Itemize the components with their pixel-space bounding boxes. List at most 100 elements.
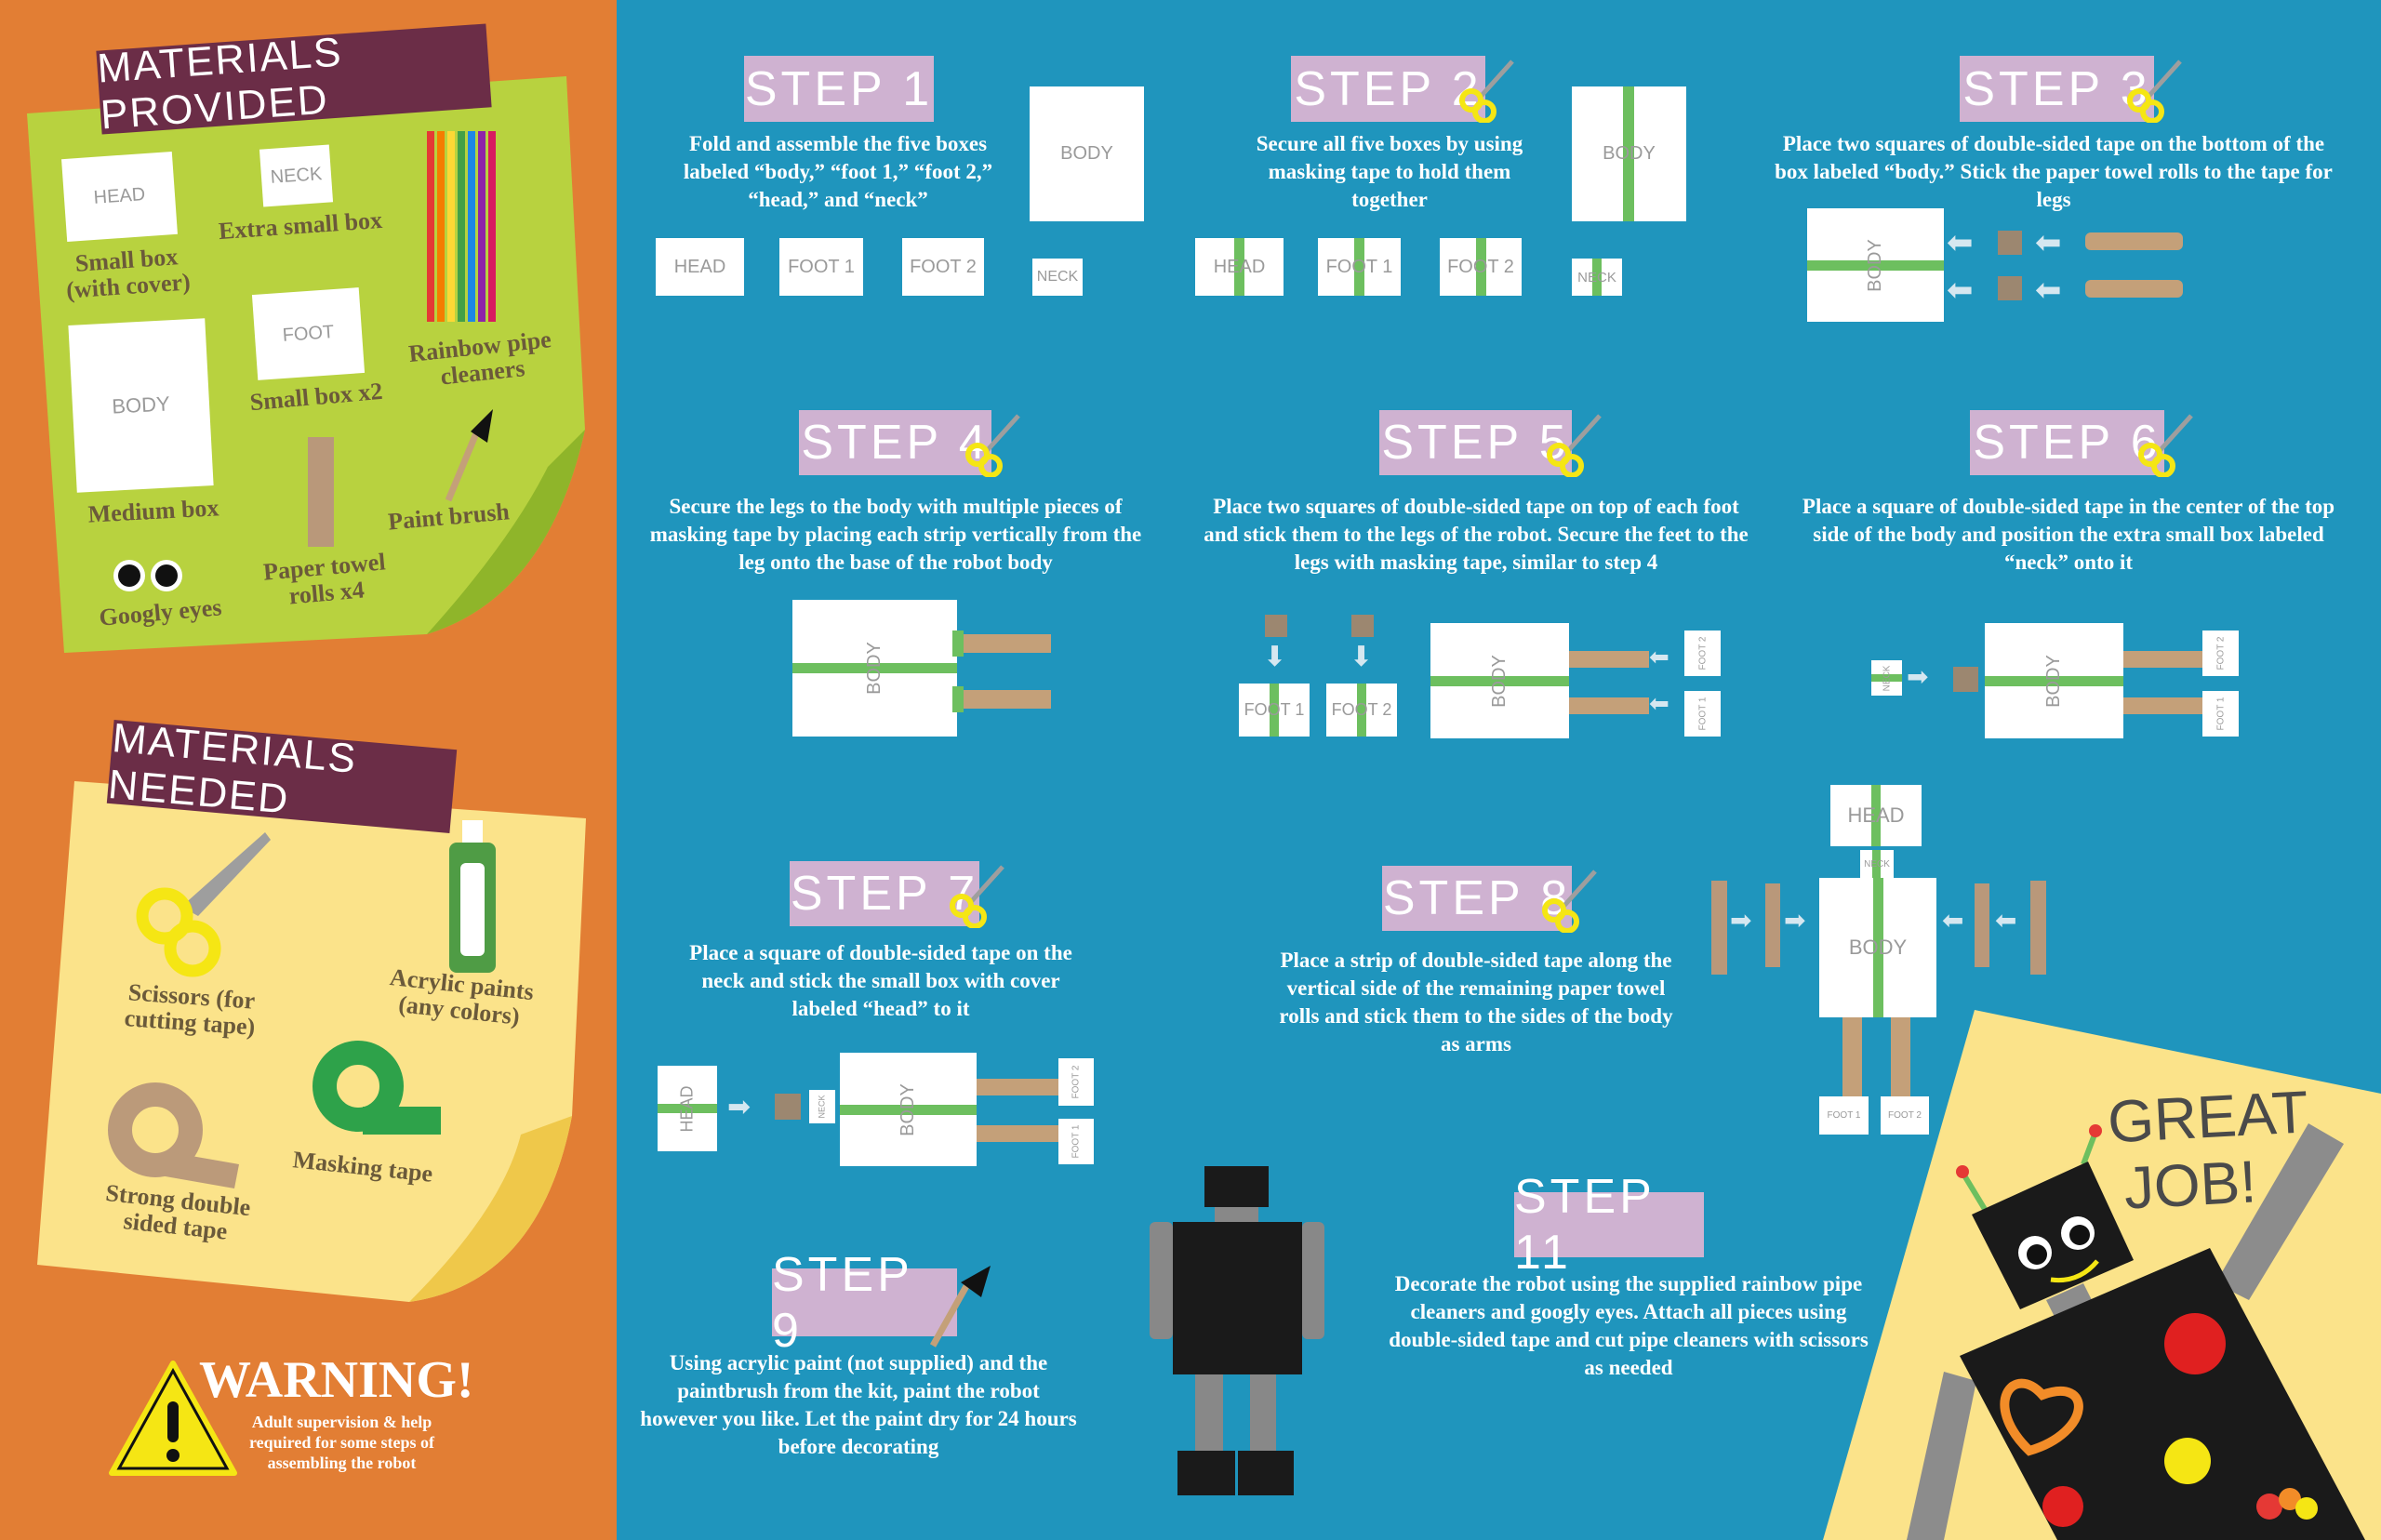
foot-2-box-sideways: FOOT 2: [1684, 631, 1721, 676]
step-2-text: Secure all five boxes by using masking t…: [1256, 132, 1523, 211]
robot-head: [1972, 1162, 2134, 1309]
body-box-image: BODY: [68, 318, 214, 493]
leg-roll: [2123, 697, 2202, 714]
step-5-label: STEP 5: [1379, 410, 1572, 475]
step-3-text: Place two squares of double-sided tape o…: [1775, 132, 2333, 211]
arm-roll: [1975, 883, 1989, 967]
leg-roll: [957, 634, 1051, 653]
robot-antenna-right: [2081, 1133, 2097, 1166]
head-box: HEAD: [1830, 785, 1922, 846]
step-11-text: Decorate the robot using the supplied ra…: [1389, 1272, 1869, 1379]
scissors-icon: [965, 414, 1020, 477]
acrylic-paint-icon: [449, 820, 496, 973]
arrow-down-icon: ⬇: [1350, 641, 1374, 673]
foot-2-box: FOOT 2: [902, 238, 984, 296]
great-job-panel: [1823, 1010, 2381, 1540]
scissors-icon: [2138, 414, 2193, 477]
leg-roll: [2123, 651, 2202, 668]
step-8-label: STEP 8: [1382, 866, 1572, 931]
arrow-left-icon: ⬅: [1947, 224, 1974, 261]
foot-1-box-taped: FOOT 1: [1318, 238, 1401, 296]
arm-roll: [1711, 881, 1727, 975]
body-box-taped: BODY: [1572, 86, 1686, 221]
robot-right-arm: [2215, 1123, 2344, 1300]
step-6-label: STEP 6: [1970, 410, 2164, 475]
step-9-label: STEP 9: [772, 1248, 957, 1358]
foot-2-box: FOOT 2: [1881, 1096, 1929, 1135]
masking-tape-strip: [952, 686, 964, 712]
head-box-image: HEAD: [61, 151, 178, 243]
paint-brush-icon: [929, 1266, 991, 1348]
paint-brush-icon: [445, 409, 493, 502]
scissors-icon: [1542, 870, 1597, 933]
step-9-text: Using acrylic paint (not supplied) and t…: [640, 1351, 1077, 1458]
leg-roll: [977, 1125, 1058, 1142]
tape-square: [1998, 276, 2022, 300]
arrow-left-icon: ⬅: [1649, 644, 1669, 671]
step-3-label: STEP 3: [1960, 56, 2154, 122]
arrow-right-icon: ➡: [1730, 905, 1752, 936]
step-11-label: STEP 11: [1514, 1170, 1704, 1280]
arrow-right-icon: ➡: [727, 1091, 752, 1123]
robot-left-arm: [1907, 1372, 1976, 1540]
tape-square: [1953, 667, 1978, 692]
robot-antenna-left: [1962, 1174, 1989, 1213]
item-small-box-label: Small box (with cover): [65, 243, 192, 304]
neck-box: NECK: [1032, 259, 1083, 296]
arrow-left-icon: ⬅: [1995, 905, 2017, 936]
foot-2-box: FOOT 2: [1326, 684, 1397, 737]
scissors-icon: [1547, 414, 1602, 477]
neck-box-taped: NECK: [1572, 259, 1622, 296]
body-box-with-legs: BODY: [1985, 623, 2123, 738]
body-box-with-legs: BODY: [792, 600, 957, 737]
body-box: BODY: [1030, 86, 1144, 221]
neck-box-sideways: NECK: [1871, 660, 1902, 696]
painted-robot-silhouette: [1150, 1166, 1324, 1495]
tape-square: [1998, 231, 2022, 255]
step-2-label: STEP 2: [1291, 56, 1485, 122]
body-box-with-legs: BODY: [840, 1053, 977, 1166]
head-box-sideways: HEAD: [658, 1066, 717, 1151]
foot-2-box-sideways: FOOT 2: [2202, 631, 2239, 676]
arrow-down-icon: ⬇: [1263, 641, 1287, 673]
arrow-left-icon: ⬅: [2035, 272, 2062, 309]
neck-box-sideways: NECK: [809, 1090, 835, 1123]
tape-square: [1265, 615, 1287, 637]
arm-roll: [1765, 883, 1780, 967]
step-4-text: Secure the legs to the body with multipl…: [649, 495, 1142, 574]
foot-2-box-taped: FOOT 2: [1440, 238, 1522, 296]
neck-box: NECK: [1860, 850, 1894, 878]
paper-towel-roll: [2085, 232, 2183, 250]
scissors-icon: [950, 865, 1004, 928]
leg-roll: [1569, 651, 1649, 668]
step-7-text: Place a square of double-sided tape on t…: [689, 941, 1072, 1020]
leg-roll: [1891, 1017, 1910, 1096]
left-panel: MATERIALS PROVIDED HEAD Small box (with …: [0, 0, 617, 1540]
double-sided-tape-icon: [108, 1082, 239, 1188]
head-box: HEAD: [656, 238, 744, 296]
foot-1-box: FOOT 1: [1239, 684, 1310, 737]
arrow-right-icon: ➡: [1784, 905, 1806, 936]
leg-roll: [957, 690, 1051, 709]
step-1-label: STEP 1: [744, 56, 934, 122]
heart-icon: [2000, 1378, 2083, 1456]
scissors-icon: [136, 832, 271, 977]
arm-roll: [2030, 881, 2046, 975]
robot-body: [1960, 1248, 2365, 1540]
arrow-right-icon: ➡: [1907, 661, 1929, 692]
step-5-text: Place two squares of double-sided tape o…: [1204, 495, 1749, 574]
foot-1-box-sideways: FOOT 1: [1058, 1119, 1094, 1164]
foot-box-image: FOOT: [251, 287, 366, 380]
arrow-left-icon: ⬅: [2035, 224, 2062, 261]
arrow-left-icon: ⬅: [1649, 690, 1669, 718]
paper-towel-roll: [2085, 280, 2183, 298]
foot-1-box-sideways: FOOT 1: [2202, 691, 2239, 737]
scissors-icon: [1459, 60, 1514, 123]
foot-1-box: FOOT 1: [779, 238, 863, 296]
step-6-text: Place a square of double-sided tape in t…: [1802, 495, 2335, 574]
foot-1-box: FOOT 1: [1819, 1096, 1869, 1135]
leg-roll: [1842, 1017, 1862, 1096]
body-box: BODY: [1819, 878, 1936, 1017]
warning-triangle-icon: [109, 1361, 237, 1476]
masking-tape-strip: [952, 631, 964, 657]
